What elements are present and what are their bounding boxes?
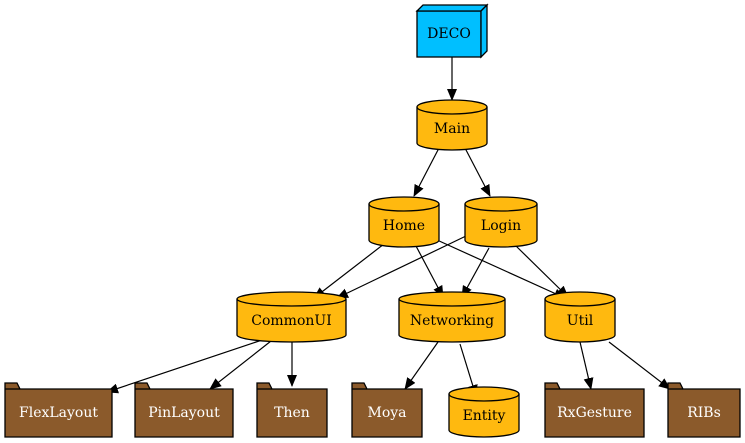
node-label-home: Home bbox=[383, 218, 425, 234]
node-label-main: Main bbox=[434, 121, 470, 137]
node-rxgesture[interactable]: RxGesture bbox=[544, 382, 645, 438]
node-label-then: Then bbox=[274, 405, 310, 421]
node-main[interactable]: Main bbox=[416, 99, 488, 151]
node-label-networking: Networking bbox=[410, 313, 494, 329]
edge-commonui-to-pinlayout bbox=[209, 340, 272, 390]
node-pinlayout[interactable]: PinLayout bbox=[134, 382, 234, 438]
node-then[interactable]: Then bbox=[256, 382, 328, 438]
node-label-pinlayout: PinLayout bbox=[148, 405, 220, 421]
edge-home-to-commonui bbox=[313, 243, 385, 299]
edge-util-to-ribs bbox=[608, 341, 671, 390]
node-networking[interactable]: Networking bbox=[398, 291, 506, 343]
node-util[interactable]: Util bbox=[544, 291, 616, 343]
node-label-util: Util bbox=[567, 313, 594, 329]
edge-home-to-networking bbox=[415, 245, 444, 298]
node-label-flexlayout: FlexLayout bbox=[19, 405, 98, 421]
node-label-deco: DECO bbox=[427, 26, 471, 42]
edge-login-to-networking bbox=[461, 247, 490, 298]
node-deco[interactable]: DECO bbox=[415, 3, 489, 59]
node-flexlayout[interactable]: FlexLayout bbox=[4, 382, 113, 438]
node-login[interactable]: Login bbox=[464, 196, 538, 248]
edge-home-to-util bbox=[436, 239, 566, 299]
edge-login-to-commonui bbox=[336, 235, 467, 299]
node-commonui[interactable]: CommonUI bbox=[236, 291, 347, 343]
node-label-ribs: RIBs bbox=[687, 405, 721, 421]
edge-util-to-rxgesture bbox=[579, 341, 594, 390]
edge-networking-to-moya bbox=[404, 341, 439, 390]
node-ribs[interactable]: RIBs bbox=[667, 382, 741, 438]
node-label-rxgesture: RxGesture bbox=[557, 405, 632, 421]
node-label-login: Login bbox=[481, 218, 521, 234]
node-entity[interactable]: Entity bbox=[448, 386, 520, 438]
node-label-moya: Moya bbox=[367, 405, 406, 421]
edge-main-to-home bbox=[413, 147, 440, 197]
node-home[interactable]: Home bbox=[368, 196, 440, 248]
node-moya[interactable]: Moya bbox=[351, 382, 423, 438]
node-label-entity: Entity bbox=[463, 408, 506, 424]
edge-login-to-util bbox=[515, 245, 569, 298]
node-label-commonui: CommonUI bbox=[251, 313, 331, 329]
edge-main-to-login bbox=[464, 147, 491, 197]
edge-commonui-to-flexlayout bbox=[106, 339, 263, 394]
